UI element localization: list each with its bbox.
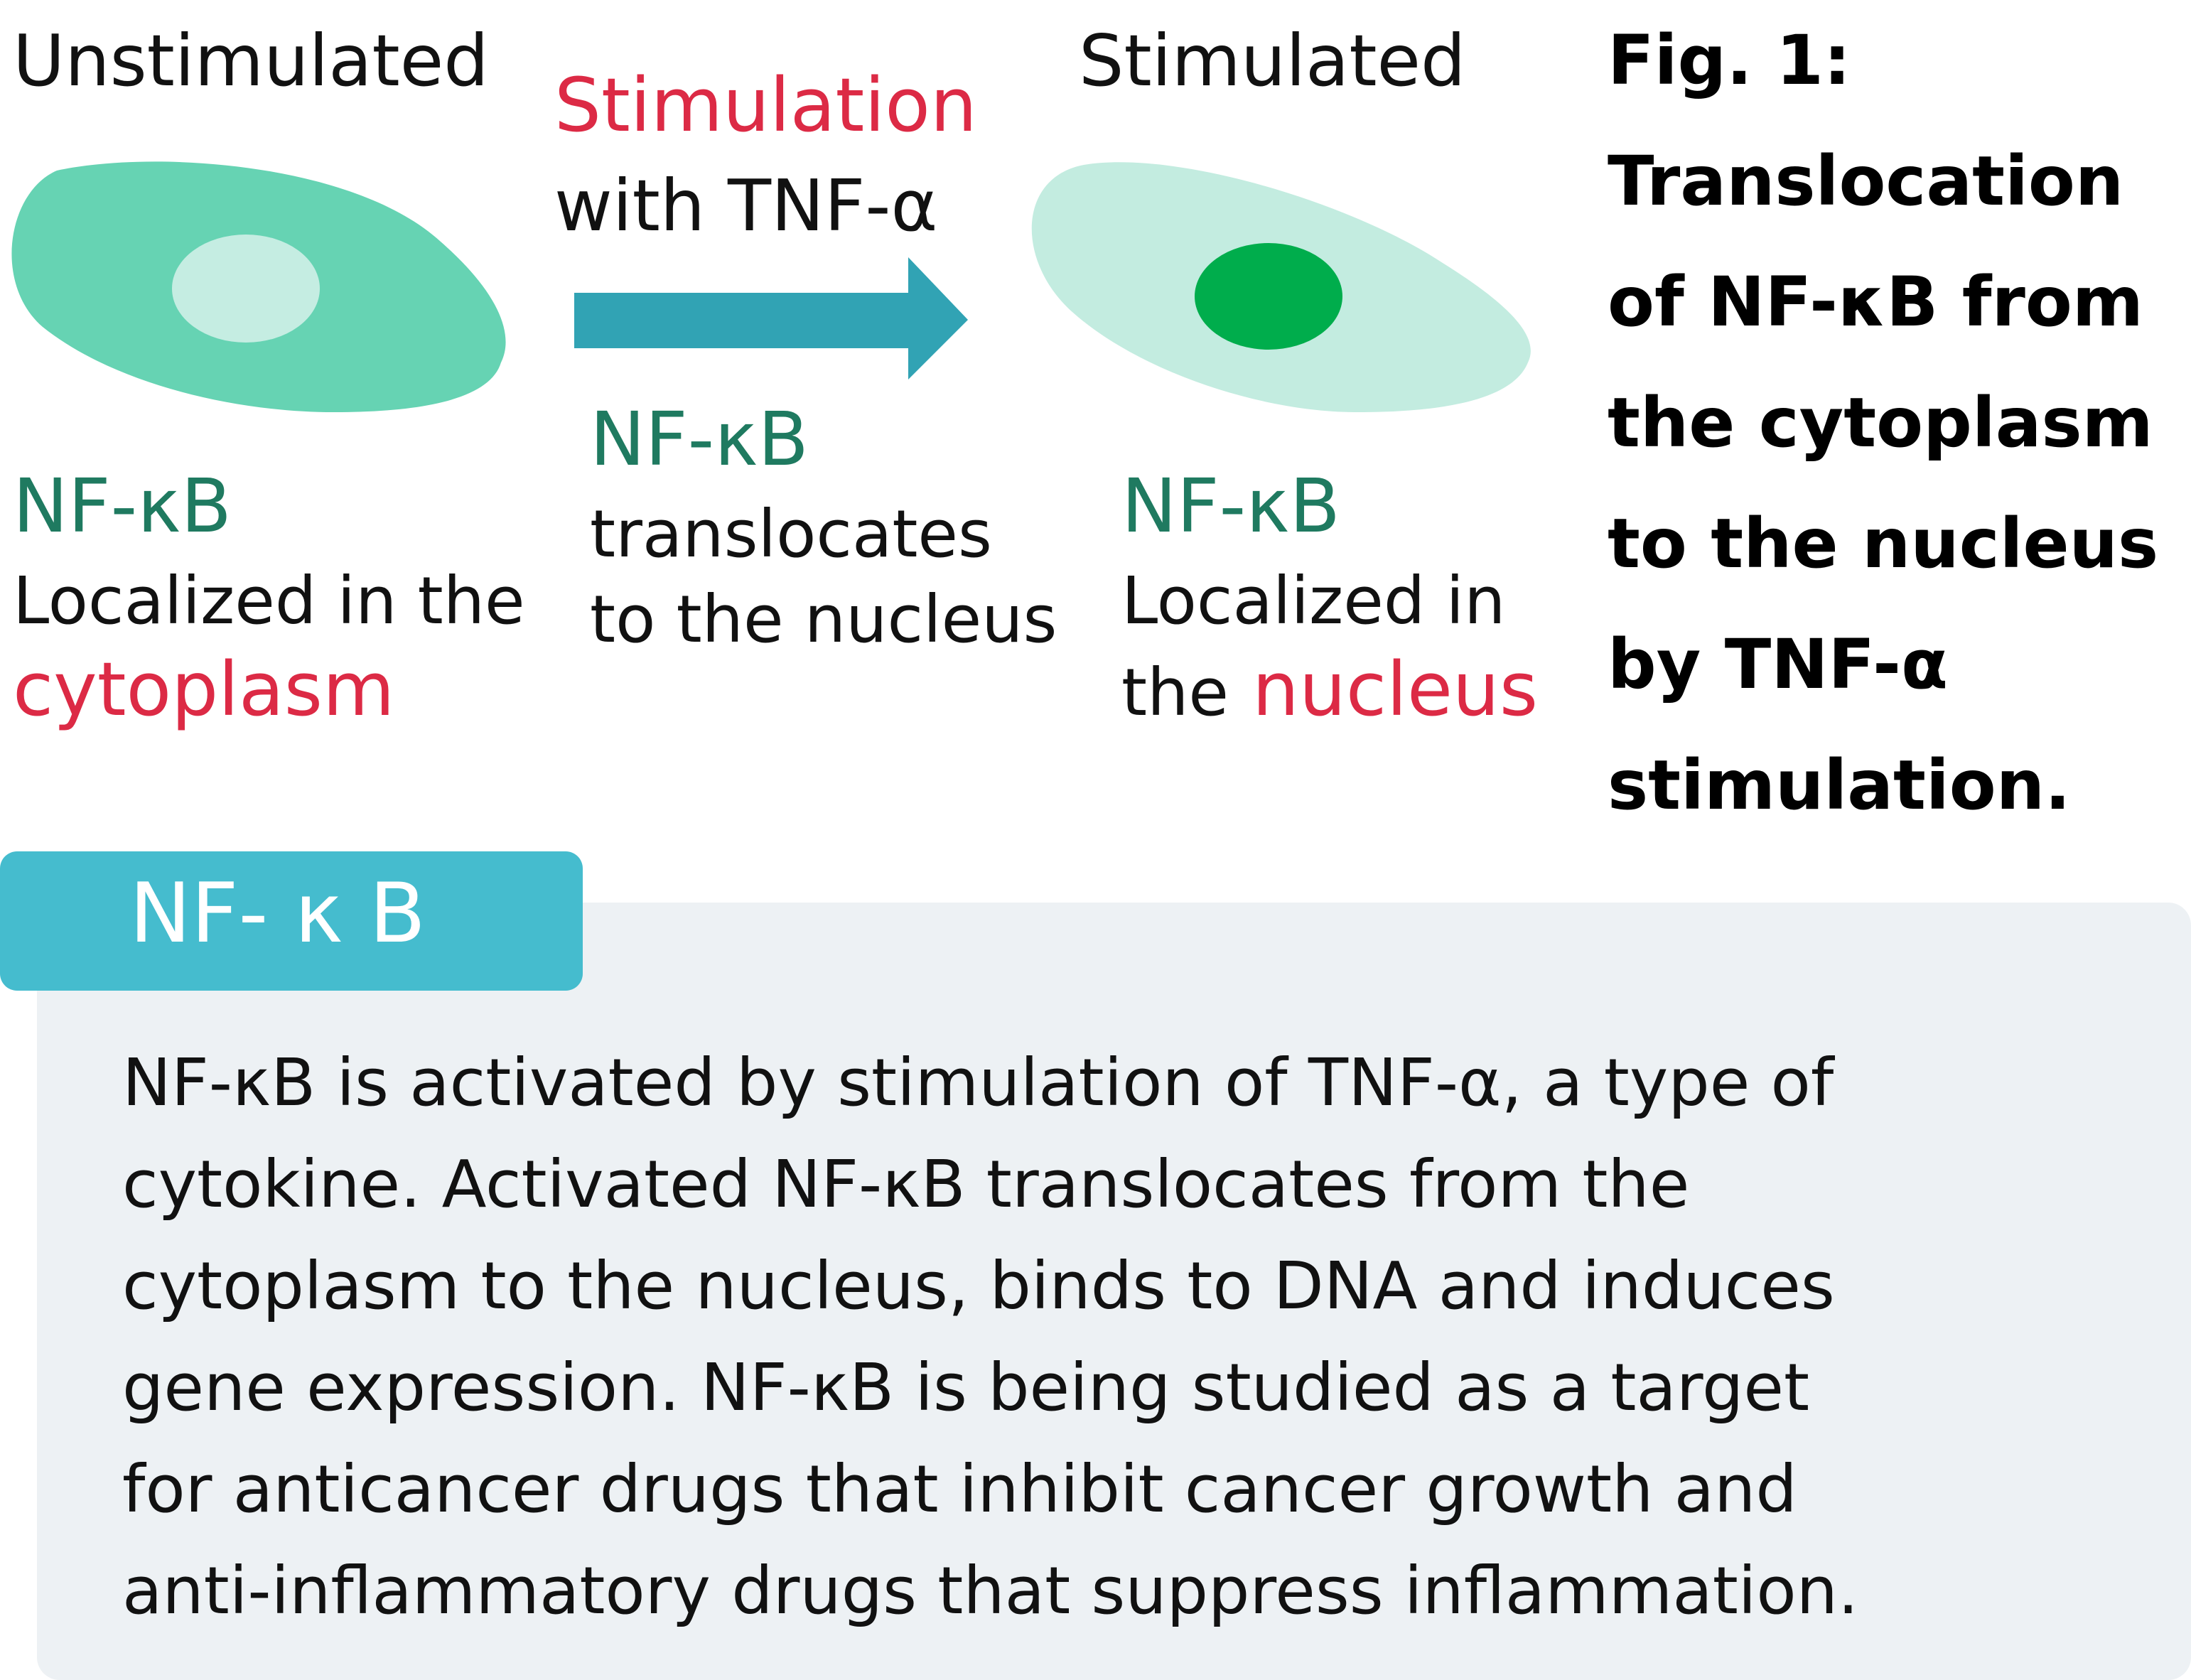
info-line: cytoplasm to the nucleus, binds to DNA a… bbox=[122, 1248, 1835, 1324]
unstimulated-protein-label: NF-κB bbox=[13, 463, 232, 549]
tnf-alpha-label: with TNF-α bbox=[554, 164, 938, 247]
info-line: for anticancer drugs that inhibit cancer… bbox=[122, 1451, 1797, 1527]
caption-line: of NF-κB from bbox=[1608, 262, 2143, 342]
caption-line: Fig. 1: bbox=[1608, 21, 1851, 100]
unstimulated-nucleus bbox=[172, 235, 320, 343]
info-paragraph: NF-κB is activated by stimulation of TNF… bbox=[122, 1032, 2155, 1642]
nucleus-label: nucleus bbox=[1252, 646, 1539, 733]
stimulated-localized-label: Localized in bbox=[1121, 563, 1506, 639]
caption-line: stimulation. bbox=[1608, 745, 2071, 825]
translocation-diagram bbox=[11, 161, 1531, 412]
info-line: anti-inflammatory drugs that suppress in… bbox=[122, 1553, 1859, 1629]
info-tab-label: NF- κ B bbox=[129, 866, 426, 962]
unstimulated-localized-label: Localized in the bbox=[13, 563, 525, 639]
translocates-label: translocates bbox=[590, 496, 992, 572]
caption-line: to the nucleus bbox=[1608, 504, 2159, 583]
figure-caption: Fig. 1: Translocation of NF-κB from the … bbox=[1608, 0, 2176, 846]
stimulated-title: Stimulated bbox=[1079, 19, 1466, 102]
stimulation-label: Stimulation bbox=[554, 62, 977, 149]
unstimulated-title: Unstimulated bbox=[13, 19, 489, 102]
info-line: gene expression. NF-κB is being studied … bbox=[122, 1350, 1810, 1426]
stimulated-protein-label: NF-κB bbox=[1121, 463, 1340, 549]
the-label: the bbox=[1121, 655, 1229, 731]
info-line: NF-κB is activated by stimulation of TNF… bbox=[122, 1045, 1834, 1121]
arrow-protein-label: NF-κB bbox=[590, 396, 809, 483]
info-box bbox=[37, 903, 2191, 1680]
caption-line: the cytoplasm bbox=[1608, 383, 2153, 463]
cytoplasm-label: cytoplasm bbox=[13, 646, 395, 733]
info-line: cytokine. Activated NF-κB translocates f… bbox=[122, 1146, 1690, 1222]
stimulated-location-line: the nucleus bbox=[1121, 652, 1538, 726]
to-the-nucleus-label: to the nucleus bbox=[590, 581, 1057, 657]
stimulated-nucleus bbox=[1195, 243, 1342, 350]
stimulation-arrow bbox=[574, 257, 968, 379]
caption-line: Translocation bbox=[1608, 141, 2124, 221]
info-tab bbox=[0, 851, 583, 991]
caption-line: by TNF-α bbox=[1608, 625, 1948, 704]
